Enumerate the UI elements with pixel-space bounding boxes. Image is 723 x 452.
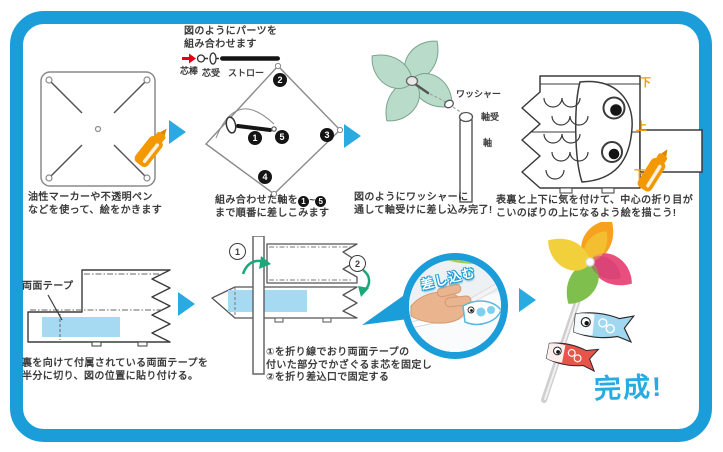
folding-fix-diagram [211,236,371,375]
step1-caption: 油性マーカーや不透明ペン などを使って、絵をかきます [28,192,163,216]
done-label: 完成! [593,371,664,405]
koinobori-drawing-diagram [521,75,703,194]
step-arrow-icon [169,120,186,144]
pinwheel [548,222,632,304]
part-label-straw: ストロー [228,68,265,78]
orientation-label-bottom: 下 [634,169,645,181]
step4-caption: 表裏と上下に気を付けて、中心の折り目が こいのぼりの上になるよう絵を描こう! [496,195,694,219]
badge-1: 1 [248,131,262,145]
tape-label: 両面テープ [22,281,74,292]
orientation-label-top: 下 [640,77,651,89]
part-label-core-holder: 芯受 [202,68,221,78]
red-koinobori [545,342,600,373]
axis-parts-diagram [182,52,280,65]
marker-pen-icon [637,149,668,192]
label-washer: ワッシャー [456,89,502,99]
orientation-label-middle: 上 [636,121,647,133]
badge-2: 2 [273,73,287,87]
step2-header: 図のようにパーツを 組み合わせます [184,26,278,50]
tape-placement-diagram [27,269,171,347]
step-arrow-icon [344,124,361,148]
finished-product-photo [541,222,636,403]
callout-icon [402,253,508,359]
badge-4: 4 [258,170,272,184]
blade-assembly-diagram [204,62,344,198]
marker-pen-icon [134,128,167,168]
square-sheet-diagram [40,71,156,187]
blue-rounded-frame [10,11,712,442]
blue-koinobori [573,312,636,344]
badge-3: 3 [320,128,334,142]
label-shaft: 軸 [483,138,493,148]
label-shaft-holder: 軸受 [481,112,500,122]
red-arrow-icon [182,53,196,64]
caption-badge-5: 5 [315,196,327,207]
step3-caption: 図のようにワッシャーに 通して軸受けに差し込み完了! [354,192,493,216]
circled-number-1: 1 [229,243,246,260]
circled-number-2: 2 [349,255,366,272]
step5-caption: 裏を向けて付属されている両面テープを 半分に切り、図の位置に貼り付ける。 [22,358,209,382]
step6-caption: ①を折り線でおり両面テープの 付いた部分でかざぐるま芯を固定し ②を折り差込口で… [266,347,433,383]
pinwheel-shaft-diagram [371,40,474,203]
insert-photo [409,260,501,352]
badge-5: 5 [275,130,289,144]
step-arrow-icon [519,288,536,312]
caption-badge-1: 1 [298,196,310,207]
part-label-core-rod: 芯棒 [180,66,199,76]
step-arrow-icon [178,292,195,316]
